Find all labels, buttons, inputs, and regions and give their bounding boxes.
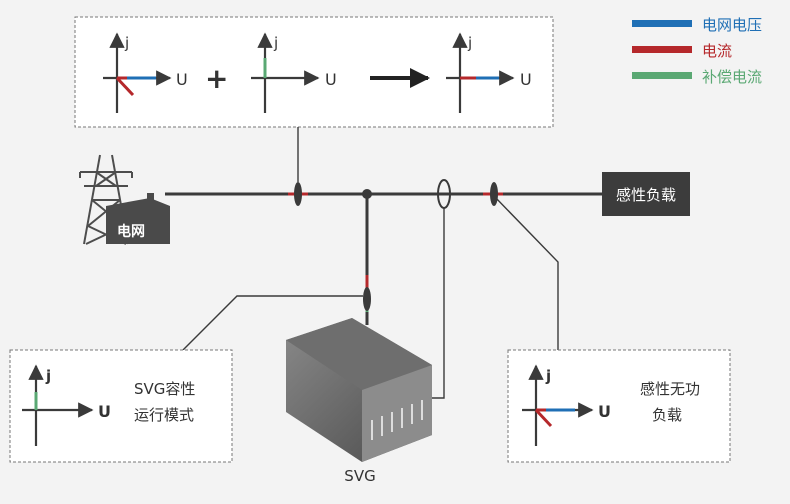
reactive-panel-border	[507, 349, 731, 463]
current-transformer-3	[490, 182, 498, 206]
reactive-label-line2: 负载	[652, 406, 682, 424]
phasor-diagram-compensation: j U	[251, 32, 337, 113]
current-vector	[534, 408, 553, 428]
axis-j-label: j	[124, 34, 129, 52]
svg-mode-label-line2: 运行模式	[134, 406, 194, 424]
axis-u-label: U	[98, 402, 111, 421]
load-box	[602, 172, 690, 216]
top-panel-border	[74, 16, 554, 128]
svg-mode-panel-border	[9, 349, 233, 463]
house-shape	[106, 198, 170, 244]
axis-u-label: U	[325, 70, 337, 89]
axis-j-label: j	[467, 34, 472, 52]
current-transformer-1	[294, 182, 302, 206]
plus-operator: +	[205, 62, 228, 95]
axis-j-label: j	[45, 367, 51, 385]
axis-u-label: U	[520, 70, 532, 89]
svg-device: SVG	[286, 318, 432, 485]
svg-device-label: SVG	[344, 467, 375, 485]
legend-label-compensation: 补偿电流	[702, 68, 762, 86]
legend-swatch-current	[632, 46, 692, 53]
reactive-label-line1: 感性无功	[640, 380, 700, 398]
legend-label-voltage: 电网电压	[702, 16, 762, 34]
phasor-diagram-voltage-current: j U	[103, 32, 188, 113]
axis-u-label: U	[598, 402, 611, 421]
legend-swatch-voltage	[632, 20, 692, 27]
legend-swatch-compensation	[632, 72, 692, 79]
current-transformer-svg	[363, 287, 371, 311]
power-grid-icon: 电网	[79, 154, 170, 245]
inductive-load: 感性负载	[602, 172, 690, 216]
ct2-lead	[428, 208, 445, 399]
legend: 电网电压 电流 补偿电流	[632, 16, 762, 86]
lead-to-reactive-panel	[493, 195, 559, 350]
legend-label-current: 电流	[702, 42, 732, 60]
axis-j-label: j	[273, 34, 278, 52]
load-label: 感性负载	[616, 186, 676, 204]
axis-j-label: j	[545, 367, 551, 385]
lead-to-svg-mode-panel	[182, 295, 363, 351]
grid-label: 电网	[117, 223, 145, 240]
phasor-diagram-result: j U	[446, 32, 532, 113]
inductive-reactive-load-panel: j U 感性无功 负载	[507, 349, 731, 463]
svg-capacitive-mode-panel: j U SVG容性 运行模式	[9, 349, 233, 463]
svg-mode-label-line1: SVG容性	[134, 380, 195, 398]
axis-u-label: U	[176, 70, 188, 89]
current-vector	[115, 76, 135, 97]
top-phasor-panel: j U + j U j U	[74, 16, 554, 128]
